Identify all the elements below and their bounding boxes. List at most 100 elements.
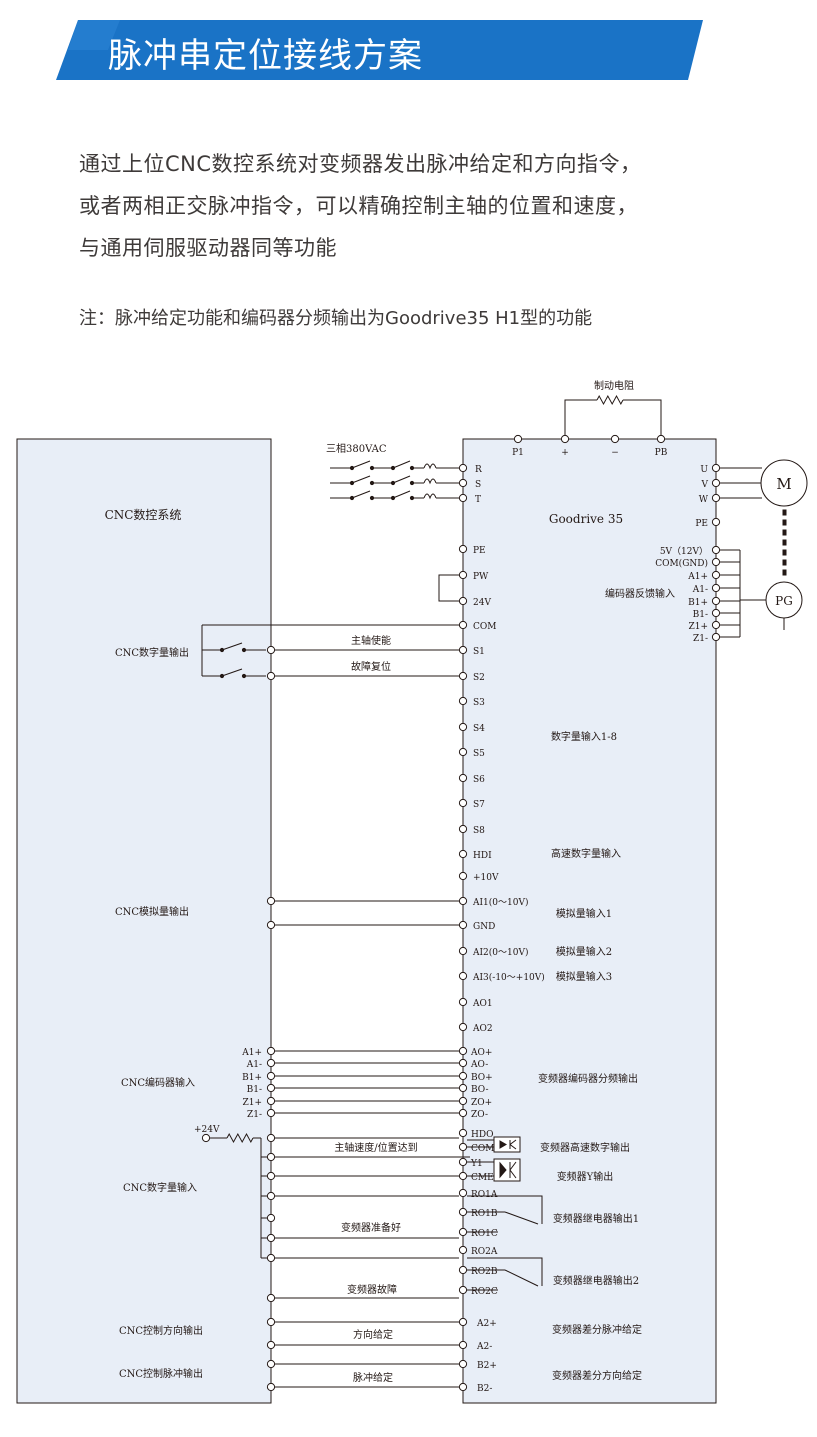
power-terminal xyxy=(458,478,468,488)
drive-pulse-terminal xyxy=(458,1382,468,1392)
coupling-shaft xyxy=(782,539,787,546)
drive-terminal xyxy=(458,570,468,580)
encoder-terminal-label: B1+ xyxy=(688,598,708,608)
switch-blade xyxy=(351,460,371,469)
dc-bus-terminal xyxy=(560,434,570,444)
drive-terminal xyxy=(458,722,468,732)
output-terminal-label: HDO xyxy=(471,1130,493,1140)
switch-contact xyxy=(369,465,375,471)
output-terminal-label: RO1A xyxy=(471,1190,498,1200)
dc-bus-terminal-label: P1 xyxy=(512,448,524,458)
wire-label: 变频器故障 xyxy=(347,1283,397,1296)
cnc-terminal xyxy=(266,1171,276,1181)
encoder-terminal-label: Z1+ xyxy=(688,622,708,632)
cnc-terminal xyxy=(266,1133,276,1143)
encoder-feedback-label: 编码器反馈输入 xyxy=(605,587,675,600)
cnc-terminal xyxy=(266,1293,276,1303)
encoder-out-terminal-label: AO- xyxy=(470,1060,488,1070)
pe-terminal-label: PE xyxy=(695,519,708,529)
wire-label: 主轴使能 xyxy=(351,634,391,647)
coupling-shaft xyxy=(782,569,787,576)
brake-wire xyxy=(564,399,597,439)
motor-terminal xyxy=(711,478,721,488)
optocoupler-transistor xyxy=(509,1139,517,1145)
plus-24v-terminal xyxy=(201,1133,211,1143)
drive-output-terminal xyxy=(458,1171,468,1181)
power-terminal xyxy=(458,463,468,473)
motor-terminal-label: V xyxy=(701,480,709,490)
power-terminal-label: S xyxy=(475,480,481,490)
encoder-terminal xyxy=(711,596,721,606)
encoder-terminal xyxy=(711,545,721,555)
drive-terminal-label: GND xyxy=(473,922,495,932)
cnc-encoder-pin-label: B1+ xyxy=(242,1073,262,1083)
drive-terminal-label: S2 xyxy=(473,673,485,683)
page-title: 脉冲串定位接线方案 xyxy=(108,36,423,76)
drive-function-label: 变频器差分脉冲给定 xyxy=(552,1323,642,1336)
cnc-terminal xyxy=(266,1152,276,1162)
encoder-terminal xyxy=(711,557,721,567)
output-terminal-label: CME xyxy=(471,1173,494,1183)
drive-terminal-label: +10V xyxy=(473,873,499,883)
drive-function-label: 变频器继电器输出1 xyxy=(553,1212,639,1225)
pg-symbol xyxy=(765,581,803,619)
drive-terminal-label: AI2(0～10V) xyxy=(472,947,528,958)
drive-pulse-terminal xyxy=(458,1317,468,1327)
drive-terminal-label: AO2 xyxy=(472,1024,493,1034)
cnc-system-box xyxy=(16,438,272,1404)
output-terminal-label: RO2B xyxy=(471,1267,498,1277)
pulse-terminal-label: B2- xyxy=(477,1384,492,1394)
drive-terminal xyxy=(458,871,468,881)
overload-coil xyxy=(423,478,437,485)
cnc-group-label: CNC数字量输出 xyxy=(115,646,189,659)
cnc-terminal xyxy=(266,1213,276,1223)
drive-terminal-label: S1 xyxy=(473,647,485,657)
drive-function-label: 高速数字量输入 xyxy=(551,847,621,860)
coupling-shaft xyxy=(782,509,787,516)
optocoupler-led xyxy=(499,1140,507,1149)
switch-contact xyxy=(409,495,415,501)
intro-line-2: 或者两相正交脉冲指令，可以精确控制主轴的位置和速度， xyxy=(79,194,638,218)
cnc-terminal xyxy=(266,1191,276,1201)
banner-accent xyxy=(68,20,120,50)
output-terminal-label: RO1B xyxy=(471,1209,498,1219)
drive-terminal xyxy=(458,1071,468,1081)
drive-terminal-label: S4 xyxy=(473,724,485,734)
optocoupler xyxy=(493,1136,521,1153)
drive-terminal xyxy=(458,1108,468,1118)
encoder-out-terminal-label: ZO- xyxy=(471,1110,488,1120)
power-terminal-label: R xyxy=(475,465,482,475)
switch-contact xyxy=(409,465,415,471)
cnc-terminal xyxy=(266,1233,276,1243)
drive-terminal xyxy=(458,920,468,930)
encoder-terminal xyxy=(711,570,721,580)
switch-blade xyxy=(392,490,411,499)
encoder-terminal-label: A1- xyxy=(692,585,708,595)
encoder-terminal xyxy=(711,632,721,642)
cnc-terminal xyxy=(266,1046,276,1056)
drive-box xyxy=(462,438,717,1404)
drive-function-label: 变频器高速数字输出 xyxy=(540,1141,630,1154)
cnc-terminal xyxy=(266,896,276,906)
cnc-encoder-pin-label: Z1+ xyxy=(242,1098,262,1108)
power-terminal-label: T xyxy=(475,495,481,505)
encoder-terminal-label: 5V（12V） xyxy=(660,546,708,557)
drive-terminal xyxy=(458,620,468,630)
cnc-encoder-pin-label: A1- xyxy=(246,1060,262,1070)
pulse-terminal-label: A2- xyxy=(476,1342,492,1352)
overload-coil xyxy=(423,463,437,470)
cnc-terminal xyxy=(266,1071,276,1081)
drive-output-terminal xyxy=(458,1157,468,1167)
cnc-group-label: CNC控制方向输出 xyxy=(119,1324,203,1337)
drive-terminal-label: 24V xyxy=(473,598,491,608)
dc-bus-terminal xyxy=(513,434,523,444)
drive-terminal xyxy=(458,1022,468,1032)
switch-contact xyxy=(369,495,375,501)
relay2-wire xyxy=(467,1257,543,1286)
switch-contact xyxy=(241,673,247,679)
intro-line-1: 通过上位CNC数控系统对变频器发出脉冲给定和方向指令， xyxy=(79,152,642,176)
encoder-terminal-label: Z1- xyxy=(693,634,708,644)
switch-blade xyxy=(221,642,243,651)
output-terminal-label: RO2A xyxy=(471,1247,498,1257)
drive-terminal-label: HDI xyxy=(473,851,492,861)
